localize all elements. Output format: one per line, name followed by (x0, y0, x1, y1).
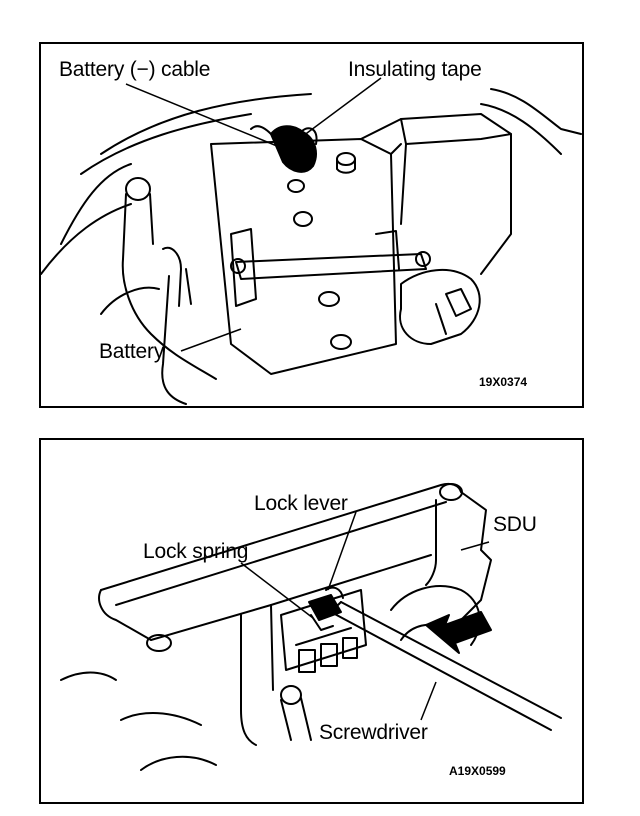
battery-leader-lines (125, 77, 382, 352)
battery-drawing (41, 88, 582, 405)
sdu-drawing (60, 482, 562, 771)
figure-sdu-panel: Lock lever SDU Lock spring Screwdriver A… (39, 438, 584, 804)
figure-code: 19X0374 (479, 375, 528, 389)
label-screwdriver: Screwdriver (319, 721, 428, 744)
sdu-leader-lines (240, 511, 490, 721)
label-lock-spring: Lock spring (143, 540, 249, 563)
label-battery: Battery (99, 340, 165, 363)
figure-code: A19X0599 (449, 764, 506, 778)
label-lock-lever: Lock lever (254, 492, 348, 515)
figure-battery-panel: Battery (−) cable Insulating tape Batter… (39, 42, 584, 408)
label-sdu: SDU (493, 513, 537, 536)
label-insulating-tape: Insulating tape (348, 58, 482, 81)
label-battery-cable: Battery (−) cable (59, 58, 211, 81)
